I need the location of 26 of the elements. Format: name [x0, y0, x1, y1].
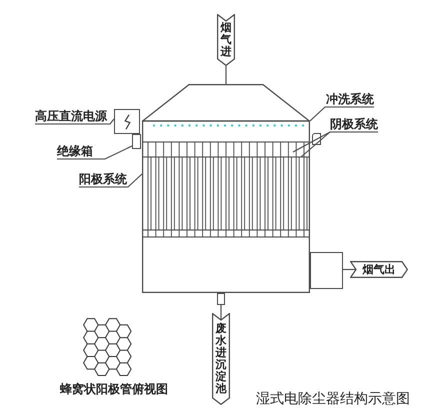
outlet-duct: [310, 252, 343, 289]
callout-label: 阳极系统: [79, 171, 127, 187]
leader-line: [35, 118, 114, 125]
figure-caption: 湿式电除尘器结构示意图: [256, 390, 410, 408]
callout-label: 高压直流电源: [35, 108, 107, 124]
pipe-line: [343, 268, 356, 270]
leader-line: [79, 174, 142, 188]
leader-line: [310, 106, 374, 122]
insulator-box: [132, 134, 141, 149]
flow-chevron: [217, 14, 235, 66]
power-supply-box: [114, 109, 140, 134]
flow-label: 烟气出: [362, 264, 396, 275]
callout-label: 阴极系统: [330, 116, 378, 132]
leader-line: [300, 132, 330, 158]
callout-label: 绝缘箱: [57, 143, 93, 159]
pipe-line: [225, 66, 227, 84]
drawing-caption: 蜂窝状阳极管俯视图: [60, 381, 168, 397]
pipe-line: [220, 305, 222, 320]
flow-label: 烟气进: [220, 22, 232, 58]
flow-chevron: [212, 313, 230, 405]
callout-label: 冲洗系统: [326, 91, 374, 107]
leader-line: [292, 131, 378, 152]
precipitator-tower: [142, 84, 310, 293]
flow-label: 废水进沉淀池: [216, 322, 226, 396]
flow-chevron: [350, 261, 408, 278]
drain-pipe: [217, 293, 225, 305]
